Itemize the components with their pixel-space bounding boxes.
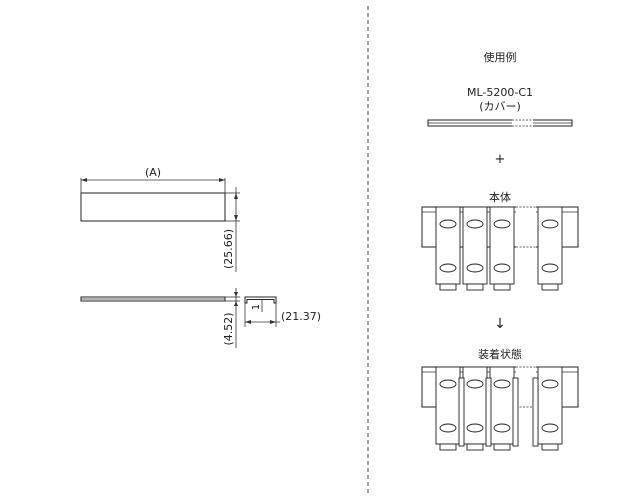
part-number: ML-5200-C1 bbox=[467, 86, 533, 99]
cover-top-view: (A) (25.66) bbox=[80, 166, 240, 272]
cover-side-view: (4.52) (21.37) 1 bbox=[80, 288, 321, 348]
cover-cross-section bbox=[244, 296, 277, 304]
down-arrow: ↓ bbox=[494, 316, 506, 332]
dimension-height-label: (25.66) bbox=[222, 229, 235, 269]
body-label: 本体 bbox=[489, 190, 511, 204]
terminal-block-body bbox=[421, 206, 579, 291]
dimension-a-label: (A) bbox=[145, 166, 161, 179]
mounted-assembly bbox=[421, 366, 579, 451]
mounted-label: 装着状態 bbox=[478, 347, 522, 361]
dimension-small-label: 1 bbox=[251, 304, 262, 310]
part-name: (カバー) bbox=[479, 100, 521, 113]
cover-plate-face bbox=[80, 192, 226, 222]
dimension-thickness-label: (4.52) bbox=[222, 312, 235, 345]
cover-strip bbox=[427, 119, 573, 127]
dimension-width-label: (21.37) bbox=[281, 310, 321, 323]
plus-symbol: + bbox=[495, 152, 506, 167]
usage-title: 使用例 bbox=[484, 50, 517, 64]
